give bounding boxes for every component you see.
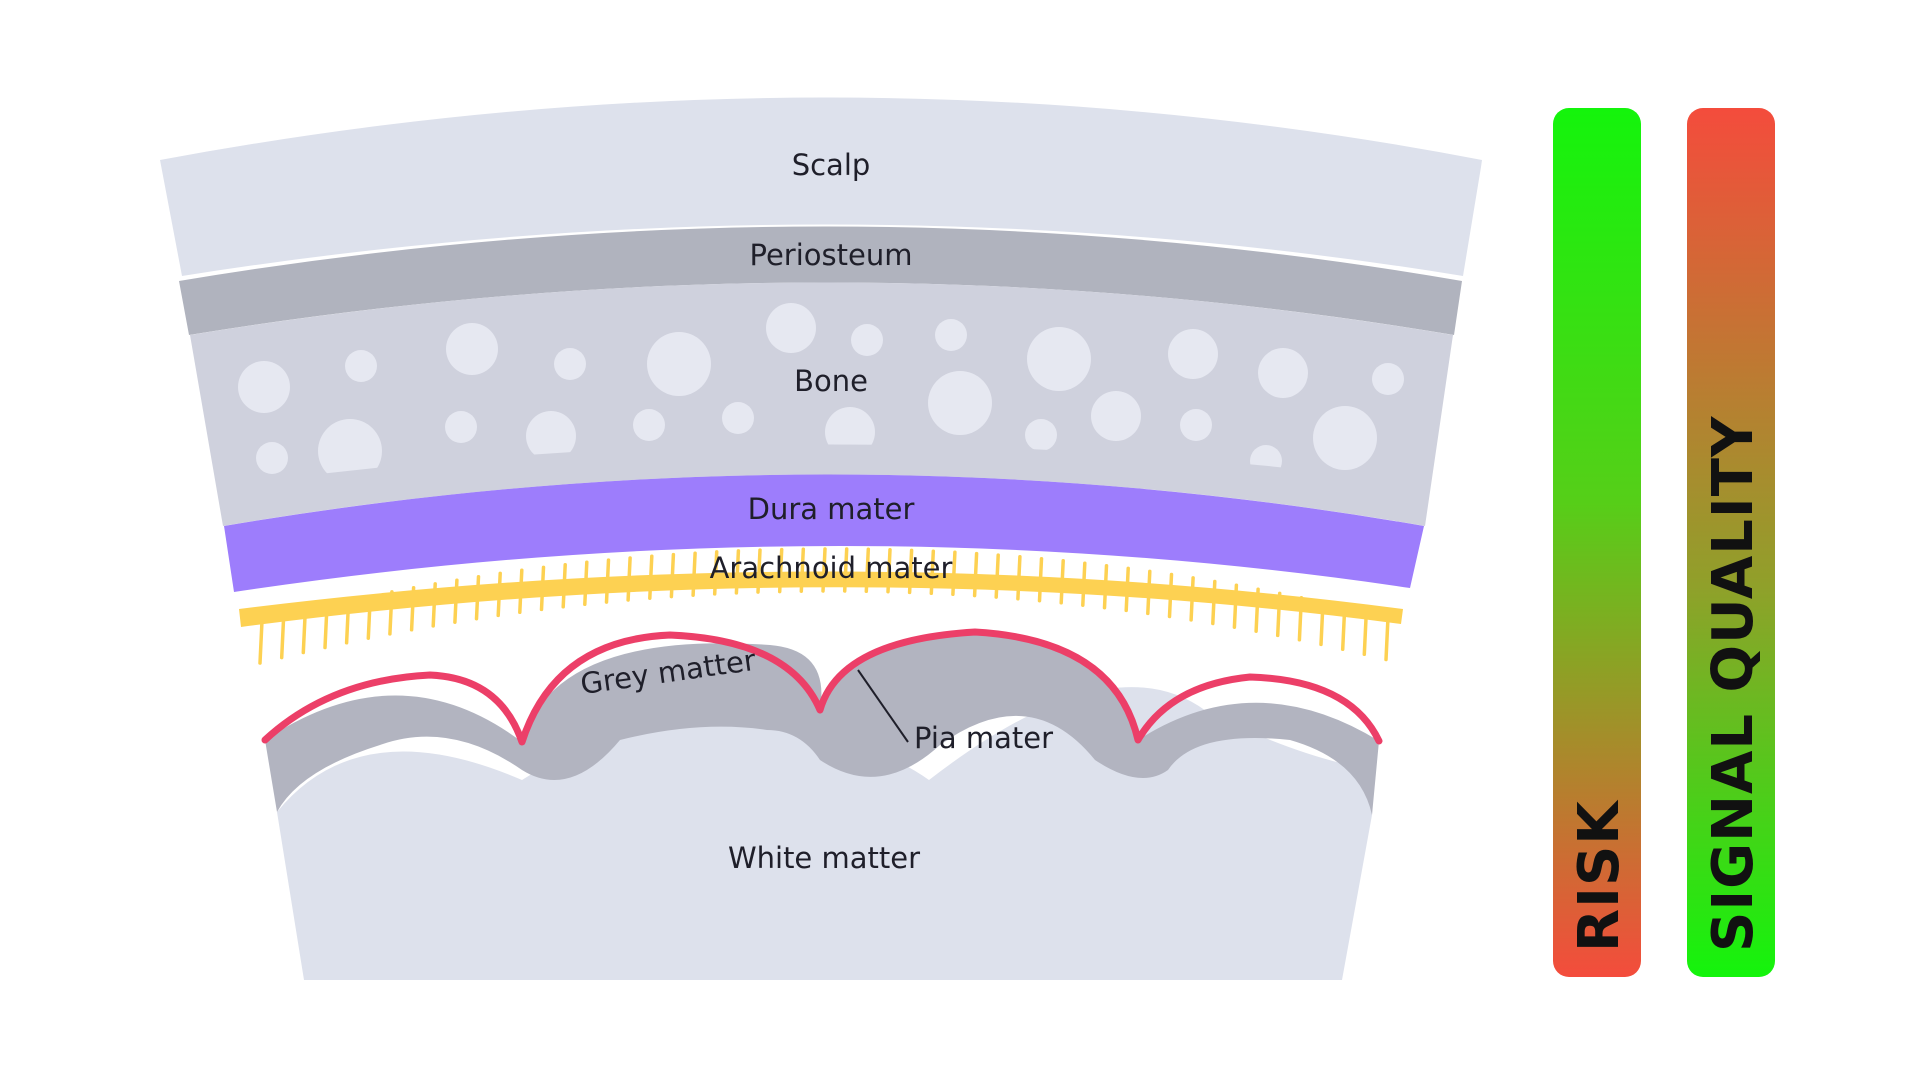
arachnoid-strand — [496, 571, 502, 618]
arachnoid-strand — [1059, 559, 1065, 605]
arachnoid-strands — [258, 547, 1390, 665]
arachnoid-strand — [1102, 563, 1109, 610]
label-periosteum: Periosteum — [750, 238, 913, 272]
arachnoid-strand — [518, 568, 524, 615]
label-white-matter: White matter — [728, 841, 920, 875]
arachnoid-strand — [929, 549, 936, 596]
arachnoid-strand — [756, 548, 762, 594]
arachnoid-strand — [1384, 615, 1390, 662]
bone-pores — [238, 303, 1404, 483]
arachnoid-mater-layer — [239, 571, 1403, 627]
arachnoid-strand — [777, 547, 784, 594]
arachnoid-strand — [1362, 610, 1369, 657]
arachnoid-strand — [431, 582, 437, 628]
arachnoid-strand — [1037, 556, 1044, 603]
arachnoid-strand — [279, 613, 286, 660]
arachnoid-strand — [388, 590, 394, 636]
arachnoid-strand — [994, 553, 1000, 599]
scalp-layer — [160, 97, 1482, 276]
bone-layer — [190, 282, 1453, 526]
arachnoid-strand — [712, 550, 719, 596]
pia-mater-line — [261, 628, 1383, 746]
arachnoid-strand — [734, 549, 741, 595]
arachnoid-strand — [669, 552, 676, 599]
arachnoid-strand — [453, 578, 459, 624]
risk-gradient-bar — [1553, 108, 1641, 977]
arachnoid-strand — [1275, 591, 1282, 638]
arachnoid-strand — [691, 551, 697, 597]
arachnoid-strand — [1081, 561, 1087, 607]
label-scalp: Scalp — [792, 148, 871, 182]
arachnoid-strand — [951, 550, 957, 597]
arachnoid-strand — [1232, 583, 1239, 629]
arachnoid-strand — [1016, 555, 1022, 601]
dura-mater-layer — [224, 474, 1424, 592]
arachnoid-strand — [648, 554, 654, 600]
arachnoid-strand — [1167, 572, 1174, 619]
risk-label: RISK — [1567, 799, 1632, 952]
arachnoid-strand — [344, 599, 351, 645]
arachnoid-strand — [864, 547, 871, 594]
arachnoid-strand — [1124, 566, 1130, 613]
arachnoid-strand — [366, 594, 373, 640]
signal-quality-gradient-bar — [1687, 108, 1775, 977]
arachnoid-strand — [1189, 576, 1195, 622]
arachnoid-strand — [258, 619, 264, 665]
arachnoid-strand — [1146, 569, 1152, 616]
arachnoid-strand — [842, 547, 849, 593]
arachnoid-strand — [583, 560, 589, 607]
arachnoid-strand — [561, 563, 567, 609]
pia-mater-pointer — [857, 669, 909, 743]
label-pia-mater: Pia mater — [914, 721, 1053, 755]
arachnoid-strand — [626, 556, 632, 602]
label-dura-mater: Dura mater — [748, 492, 915, 526]
periosteum-layer — [179, 226, 1462, 335]
arachnoid-strand — [323, 603, 329, 650]
arachnoid-strand — [1297, 596, 1304, 642]
label-bone: Bone — [794, 364, 868, 398]
arachnoid-strand — [1211, 579, 1217, 626]
arachnoid-strand — [821, 547, 827, 593]
arachnoid-strand — [1254, 587, 1260, 633]
arachnoid-strand — [301, 608, 308, 655]
arachnoid-strand — [1319, 600, 1325, 647]
arachnoid-strand — [907, 548, 914, 595]
arachnoid-strand — [886, 547, 892, 594]
arachnoid-strand — [539, 565, 546, 612]
signal-quality-bar: SIGNAL QUALITY — [1687, 108, 1775, 977]
arachnoid-strand — [474, 574, 481, 621]
label-arachnoid-mater: Arachnoid mater — [710, 551, 953, 585]
arachnoid-strand — [409, 586, 416, 632]
arachnoid-strand — [972, 551, 979, 598]
signal-quality-label: SIGNAL QUALITY — [1701, 415, 1766, 952]
arachnoid-strand — [604, 558, 611, 604]
arachnoid-strand — [1340, 605, 1347, 652]
arachnoid-strand — [799, 547, 806, 593]
risk-bar: RISK — [1553, 108, 1641, 977]
